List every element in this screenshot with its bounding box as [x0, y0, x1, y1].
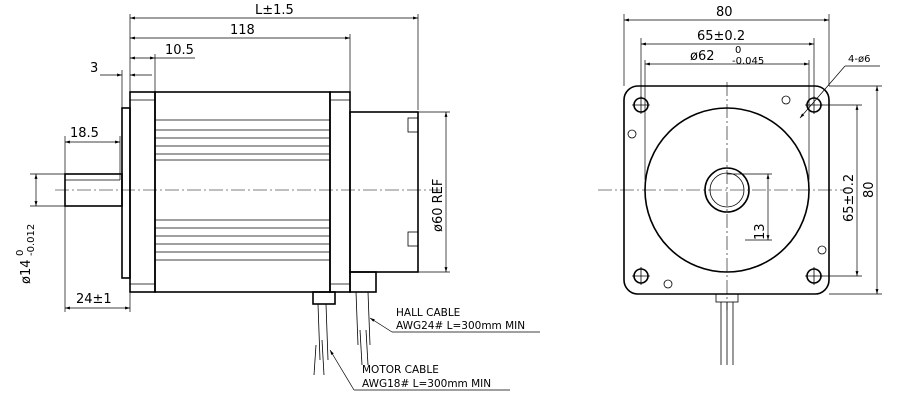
dim-shaft-tol-lower: -0.012 [26, 224, 37, 256]
body-fins [155, 119, 330, 261]
dim-key-length: 18.5 [70, 126, 99, 141]
rear-cover-tab-top [407, 117, 419, 133]
dim-pilot-depth: 3 [90, 61, 98, 76]
hall-cable-spec: AWG24# L=300mm MIN [396, 320, 525, 332]
dim-rear-cover: ø60 REF [431, 179, 446, 232]
front-view: 80 65±0.2 ø62 0 -0.045 4-ø6 65±0.2 80 [598, 5, 882, 365]
rear-cover-tab-bottom [407, 231, 419, 247]
dim-flange-size: 80 [716, 5, 733, 20]
rear-end-cap [329, 91, 351, 293]
small-screw-holes [627, 95, 827, 289]
rear-cover [349, 111, 419, 273]
dim-body-length: 118 [230, 23, 255, 38]
front-shaft-inner [709, 172, 745, 208]
hall-cable [355, 291, 371, 366]
dim-shaft-extension: 24±1 [76, 292, 112, 307]
dim-flange-width: 10.5 [165, 43, 194, 58]
hall-cable-gland [349, 271, 377, 293]
dim-pilot: ø62 [690, 49, 715, 64]
dim-overall-length: L±1.5 [255, 3, 294, 18]
dim-bolt-circle: 65±0.2 [697, 29, 745, 44]
pilot-circle [644, 107, 810, 273]
front-cable [715, 293, 739, 365]
side-view: L±1.5 118 10.5 3 18.5 24±1 ø14 0 -0. [15, 3, 540, 391]
dim-shaft-diameter: ø14 [19, 260, 34, 285]
dim-vertical-size: 80 [862, 181, 877, 198]
motor-cable-spec: AWG18# L=300mm MIN [362, 378, 491, 390]
motor-cable [313, 303, 329, 376]
hall-cable-title: HALL CABLE [396, 307, 460, 319]
flange-plate [129, 91, 156, 293]
dim-pilot-tol-upper: 0 [735, 45, 741, 56]
motor-cable-gland [312, 291, 336, 305]
front-flange [121, 107, 131, 279]
dim-pilot-tol-lower: -0.045 [732, 56, 764, 67]
dim-vertical-bolt: 65±0.2 [842, 174, 857, 222]
dim-holes: 4-ø6 [848, 54, 870, 65]
dim-shaft-flat: 13 [753, 223, 768, 240]
dim-shaft-tol-upper: 0 [15, 250, 26, 256]
mounting-holes [632, 96, 823, 285]
motor-body [154, 91, 331, 293]
front-shaft-outer [704, 167, 750, 213]
motor-cable-title: MOTOR CABLE [362, 364, 439, 376]
